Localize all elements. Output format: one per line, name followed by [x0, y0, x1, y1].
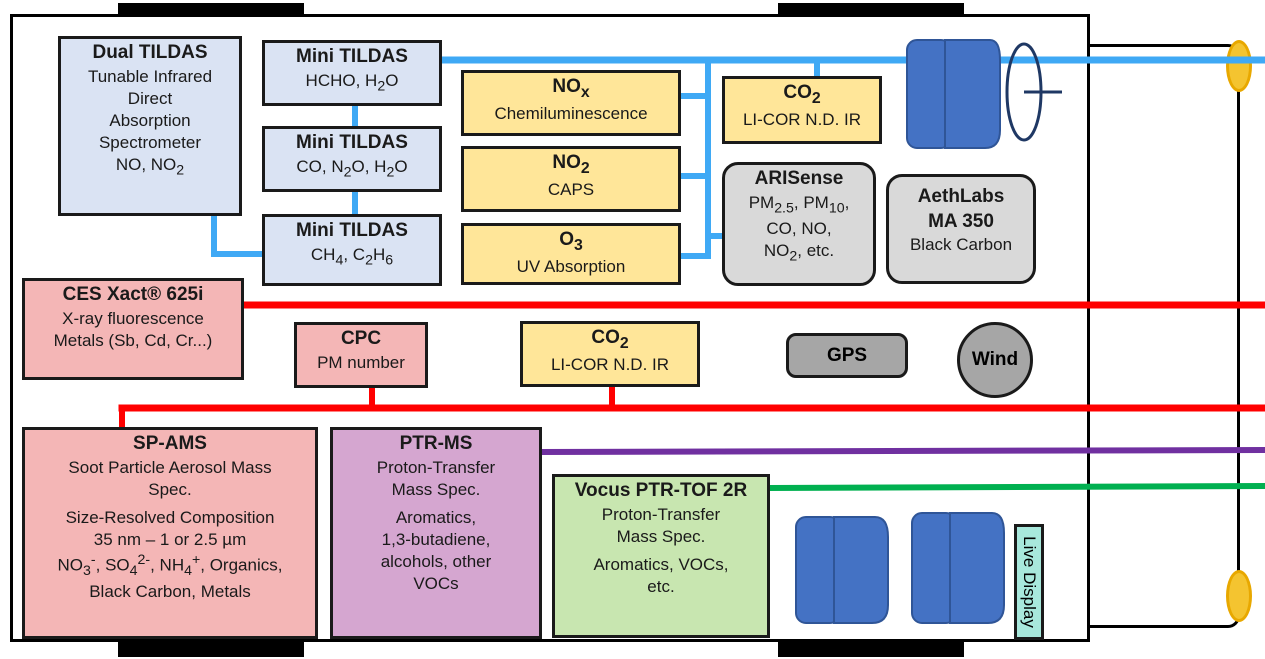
vocus-line1: Proton-Transfer — [601, 504, 721, 524]
mini-tildas-3-title: Mini TILDAS — [296, 220, 408, 241]
cpc-desc: PM number — [317, 352, 405, 372]
ptr-ms-line6: VOCs — [413, 574, 459, 594]
sp-ams-box: SP-AMS Soot Particle Aerosol Mass Spec. … — [22, 427, 318, 639]
wind-circle: Wind — [957, 322, 1033, 398]
aethlabs-box: AethLabs MA 350 Black Carbon — [886, 174, 1036, 284]
arisense-line3: NO2, etc. — [763, 240, 835, 264]
ptr-ms-title: PTR-MS — [399, 433, 473, 454]
o3-desc: UV Absorption — [516, 257, 626, 277]
co2-top-desc: LI-COR N.D. IR — [742, 110, 862, 130]
mini-tildas-1-species: HCHO, H2O — [305, 70, 399, 95]
sp-ams-line4: 35 nm – 1 or 2.5 µm — [93, 529, 247, 549]
ptr-ms-line2: Mass Spec. — [391, 479, 481, 499]
gps-label: GPS — [826, 344, 868, 366]
headlight-top — [1226, 40, 1252, 92]
wind-sensor-icon — [1005, 42, 1062, 142]
aethlabs-desc: Black Carbon — [909, 235, 1013, 255]
ces-xact-box: CES Xact® 625i X-ray fluorescence Metals… — [22, 278, 244, 380]
mini-tildas-3-species: CH4, C2H6 — [310, 244, 394, 269]
rack-bottom-right-icon — [911, 512, 1005, 624]
rack-top-icon — [906, 39, 1001, 149]
dual-tildas-line3: Absorption — [109, 110, 191, 130]
sp-ams-line6: Black Carbon, Metals — [89, 581, 251, 601]
dual-tildas-line2: Direct — [127, 88, 173, 108]
vocus-title: Vocus PTR-TOF 2R — [574, 480, 748, 501]
mini-tildas-2-box: Mini TILDAS CO, N2O, H2O — [262, 126, 442, 192]
mini-tildas-2-title: Mini TILDAS — [296, 132, 408, 153]
co2-mid-title: CO2 — [591, 327, 629, 352]
dual-tildas-line1: Tunable Infrared — [87, 66, 213, 86]
gps-box: GPS — [786, 333, 908, 378]
cpc-box: CPC PM number — [294, 322, 428, 388]
ptr-ms-box: PTR-MS Proton-Transfer Mass Spec. Aromat… — [330, 427, 542, 639]
dual-tildas-box: Dual TILDAS Tunable Infrared Direct Abso… — [58, 36, 242, 216]
ptr-ms-line3: Aromatics, — [395, 507, 477, 527]
aethlabs-model: MA 350 — [928, 210, 994, 232]
co2-top-box: CO2 LI-COR N.D. IR — [722, 76, 882, 144]
wheel-rear-bottom — [778, 641, 964, 657]
arisense-title: ARISense — [754, 168, 844, 189]
o3-box: O3 UV Absorption — [461, 223, 681, 285]
wheel-front-bottom — [118, 641, 304, 657]
van-cab — [1088, 44, 1240, 628]
nox-desc: Chemiluminescence — [494, 104, 648, 124]
sp-ams-line3: Size-Resolved Composition — [65, 507, 275, 527]
no2-title: NO2 — [552, 152, 590, 177]
nox-box: NOx Chemiluminescence — [461, 70, 681, 136]
headlight-bottom — [1226, 570, 1252, 622]
co2-mid-box: CO2 LI-COR N.D. IR — [520, 321, 700, 387]
no2-box: NO2 CAPS — [461, 146, 681, 212]
vocus-line3: Aromatics, VOCs, — [593, 554, 729, 574]
arisense-box: ARISense PM2.5, PM10, CO, NO, NO2, etc. — [722, 162, 876, 286]
vocus-line4: etc. — [647, 576, 675, 596]
wind-label: Wind — [971, 349, 1019, 370]
gas-branch-dual-tildas — [211, 215, 265, 257]
co2-mid-desc: LI-COR N.D. IR — [550, 355, 670, 375]
mini-tildas-2-species: CO, N2O, H2O — [296, 156, 408, 181]
ptr-ms-line1: Proton-Transfer — [376, 457, 496, 477]
rack-bottom-left-icon — [795, 516, 889, 624]
nox-title: NOx — [552, 76, 590, 101]
ces-xact-line2: Metals (Sb, Cd, Cr...) — [53, 330, 213, 350]
mini-tildas-1-title: Mini TILDAS — [296, 46, 408, 67]
ptr-ms-line5: alcohols, other — [380, 552, 492, 572]
ptrms-inlet-line — [537, 446, 1265, 456]
sp-ams-line1: Soot Particle Aerosol Mass — [68, 457, 272, 477]
aethlabs-title: AethLabs — [917, 186, 1005, 207]
live-display-label: Live Display — [1020, 536, 1039, 628]
ces-xact-line1: X-ray fluorescence — [62, 308, 204, 328]
no2-desc: CAPS — [547, 180, 595, 200]
mini-tildas-1-box: Mini TILDAS HCHO, H2O — [262, 40, 442, 106]
o3-title: O3 — [559, 229, 583, 254]
dual-tildas-species: NO, NO2 — [115, 155, 185, 179]
ptr-ms-line4: 1,3-butadiene, — [381, 529, 491, 549]
cpc-title: CPC — [340, 328, 382, 349]
co2-top-title: CO2 — [783, 82, 821, 107]
sp-ams-title: SP-AMS — [133, 433, 207, 454]
dual-tildas-line4: Spectrometer — [98, 132, 202, 152]
sp-ams-line5: NO3-, SO42-, NH4+, Organics, — [57, 552, 283, 580]
live-display-box: Live Display — [1014, 524, 1044, 640]
arisense-line2: CO, NO, — [766, 218, 832, 238]
ces-xact-title: CES Xact® 625i — [62, 284, 204, 305]
dual-tildas-title: Dual TILDAS — [92, 42, 208, 63]
sp-ams-line2: Spec. — [148, 479, 192, 499]
mini-tildas-3-box: Mini TILDAS CH4, C2H6 — [262, 214, 442, 286]
arisense-line1: PM2.5, PM10, — [748, 192, 850, 217]
vocus-line2: Mass Spec. — [616, 526, 706, 546]
vocus-box: Vocus PTR-TOF 2R Proton-Transfer Mass Sp… — [552, 474, 770, 638]
vocus-inlet-line — [766, 482, 1265, 492]
